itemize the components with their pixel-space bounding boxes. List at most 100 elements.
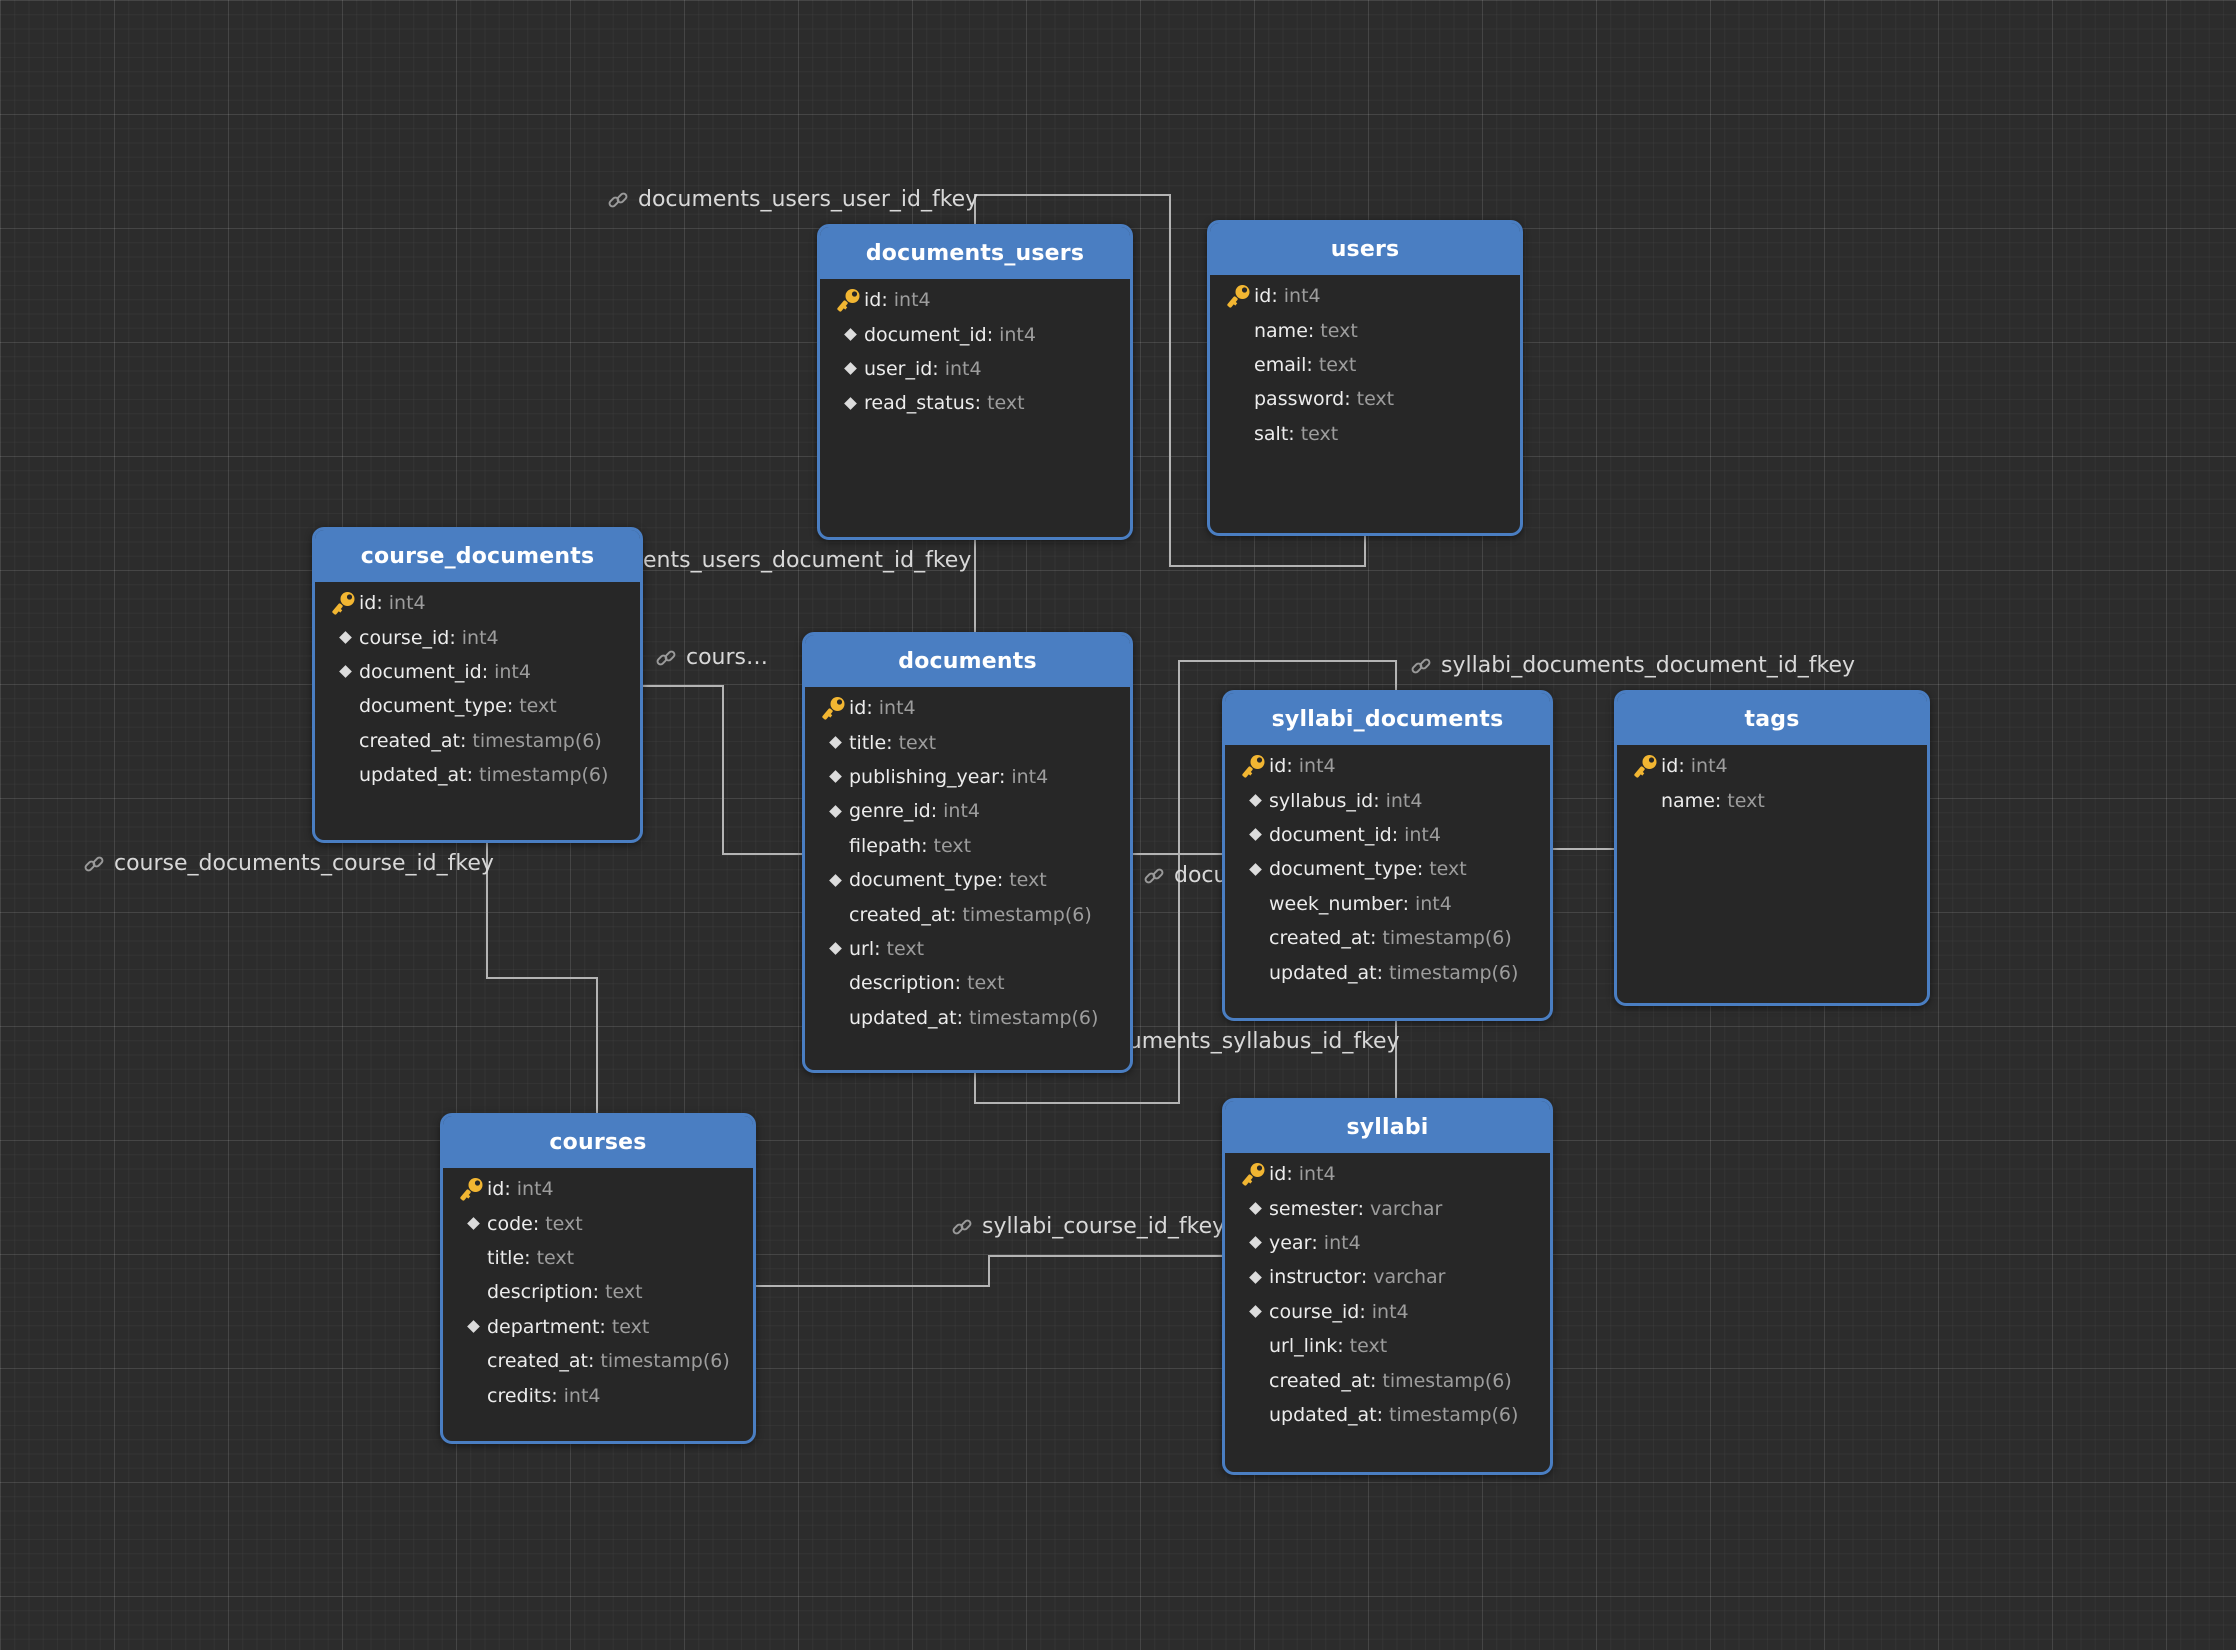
diamond-icon xyxy=(1241,1236,1269,1250)
column-separator: : xyxy=(459,729,467,752)
column-row-description[interactable]: description:text xyxy=(443,1275,753,1309)
column-separator: : xyxy=(449,626,456,649)
table-header[interactable]: documents xyxy=(805,635,1130,687)
column-row-name[interactable]: name:text xyxy=(1210,313,1520,347)
column-row-updated-at[interactable]: updated_at:timestamp(6) xyxy=(315,758,640,792)
column-row-id[interactable]: id:int4 xyxy=(805,691,1130,725)
table-header[interactable]: course_documents xyxy=(315,530,640,582)
column-row-user-id[interactable]: user_id:int4 xyxy=(820,352,1130,386)
column-type: int4 xyxy=(1298,1163,1336,1186)
column-row-id[interactable]: id:int4 xyxy=(1225,1157,1550,1191)
column-separator: : xyxy=(954,972,962,995)
fk-label-course-documents-document-id[interactable]: cours… xyxy=(654,646,768,670)
column-row-updated-at[interactable]: updated_at:timestamp(6) xyxy=(805,1001,1130,1035)
fk-label-course-documents-course-id[interactable]: course_documents_course_id_fkey xyxy=(82,852,494,876)
primary-key-icon xyxy=(1226,283,1254,309)
column-separator: : xyxy=(1359,1300,1366,1323)
column-row-document-type[interactable]: document_type:text xyxy=(805,863,1130,897)
column-row-document-type[interactable]: document_type:text xyxy=(1225,852,1550,886)
column-type: text xyxy=(545,1212,583,1235)
column-row-course-id[interactable]: course_id:int4 xyxy=(1225,1295,1550,1329)
fk-label-documents-users-document-id[interactable]: ents_users_document_id_fkey xyxy=(643,548,972,573)
relationship-line-course-documents-course[interactable] xyxy=(486,841,598,1114)
table-header[interactable]: courses xyxy=(443,1116,753,1168)
column-row-instructor[interactable]: instructor:varchar xyxy=(1225,1260,1550,1294)
column-row-created-at[interactable]: created_at:timestamp(6) xyxy=(805,897,1130,931)
column-row-created-at[interactable]: created_at:timestamp(6) xyxy=(1225,921,1550,955)
column-name: url xyxy=(849,937,875,960)
column-name: document_id xyxy=(864,323,987,346)
column-row-title[interactable]: title:text xyxy=(443,1241,753,1275)
column-row-id[interactable]: id:int4 xyxy=(1617,749,1927,783)
column-name: id xyxy=(1269,1163,1287,1186)
column-row-url-link[interactable]: url_link:text xyxy=(1225,1329,1550,1363)
column-row-title[interactable]: title:text xyxy=(805,725,1130,759)
column-row-updated-at[interactable]: updated_at:timestamp(6) xyxy=(1225,1398,1550,1432)
column-row-publishing-year[interactable]: publishing_year:int4 xyxy=(805,760,1130,794)
column-name: description xyxy=(849,972,955,995)
column-row-syllabus-id[interactable]: syllabus_id:int4 xyxy=(1225,783,1550,817)
primary-key-icon xyxy=(836,287,864,313)
column-row-updated-at[interactable]: updated_at:timestamp(6) xyxy=(1225,955,1550,989)
column-row-name[interactable]: name:text xyxy=(1617,783,1927,817)
column-separator: : xyxy=(1376,1403,1384,1426)
column-row-id[interactable]: id:int4 xyxy=(1225,749,1550,783)
column-row-created-at[interactable]: created_at:timestamp(6) xyxy=(1225,1363,1550,1397)
relationship-line-syllabi-course[interactable] xyxy=(755,1255,1223,1287)
column-row-id[interactable]: id:int4 xyxy=(820,283,1130,317)
fk-label-syllabi-course-id[interactable]: syllabi_course_id_fkey xyxy=(950,1215,1225,1239)
column-row-id[interactable]: id:int4 xyxy=(315,586,640,620)
column-row-week-number[interactable]: week_number:int4 xyxy=(1225,887,1550,921)
column-row-credits[interactable]: credits:int4 xyxy=(443,1378,753,1412)
column-row-created-at[interactable]: created_at:timestamp(6) xyxy=(315,724,640,758)
column-row-description[interactable]: description:text xyxy=(805,966,1130,1000)
column-row-id[interactable]: id:int4 xyxy=(1210,279,1520,313)
column-row-read-status[interactable]: read_status:text xyxy=(820,386,1130,420)
relationship-line-course-documents-document[interactable] xyxy=(643,685,803,855)
column-row-filepath[interactable]: filepath:text xyxy=(805,829,1130,863)
column-row-genre-id[interactable]: genre_id:int4 xyxy=(805,794,1130,828)
column-row-semester[interactable]: semester:varchar xyxy=(1225,1191,1550,1225)
fk-label-documents-users-user-id[interactable]: documents_users_user_id_fkey xyxy=(606,188,978,212)
diamond-icon xyxy=(821,736,849,749)
column-row-course-id[interactable]: course_id:int4 xyxy=(315,620,640,654)
column-name: document_id xyxy=(359,660,482,683)
column-type: int4 xyxy=(1385,789,1423,812)
column-row-id[interactable]: id:int4 xyxy=(443,1172,753,1206)
table-header[interactable]: syllabi_documents xyxy=(1225,693,1550,745)
column-row-url[interactable]: url:text xyxy=(805,932,1130,966)
column-separator: : xyxy=(874,937,881,960)
column-row-created-at[interactable]: created_at:timestamp(6) xyxy=(443,1344,753,1378)
primary-key-icon xyxy=(1241,1161,1269,1187)
table-header[interactable]: documents_users xyxy=(820,227,1130,279)
column-row-code[interactable]: code:text xyxy=(443,1206,753,1240)
column-row-email[interactable]: email:text xyxy=(1210,348,1520,382)
column-row-department[interactable]: department:text xyxy=(443,1310,753,1344)
column-row-document-id[interactable]: document_id:int4 xyxy=(1225,818,1550,852)
diamond-icon xyxy=(331,631,359,644)
column-row-document-type[interactable]: document_type:text xyxy=(315,689,640,723)
table-header[interactable]: syllabi xyxy=(1225,1101,1550,1153)
column-type: int4 xyxy=(494,660,531,683)
table-header[interactable]: tags xyxy=(1617,693,1927,745)
fk-label-docu[interactable]: docu xyxy=(1142,864,1223,888)
table-header[interactable]: users xyxy=(1210,223,1520,275)
column-row-password[interactable]: password:text xyxy=(1210,382,1520,416)
diamond-icon xyxy=(821,942,849,956)
column-name: created_at xyxy=(359,729,460,752)
column-row-year[interactable]: year:int4 xyxy=(1225,1226,1550,1260)
fk-label-syllabi-documents-document-id[interactable]: syllabi_documents_document_id_fkey xyxy=(1409,654,1855,678)
column-type: int4 xyxy=(1371,1300,1409,1323)
column-row-document-id[interactable]: document_id:int4 xyxy=(315,655,640,689)
column-row-salt[interactable]: salt:text xyxy=(1210,417,1520,451)
column-row-document-id[interactable]: document_id:int4 xyxy=(820,317,1130,351)
